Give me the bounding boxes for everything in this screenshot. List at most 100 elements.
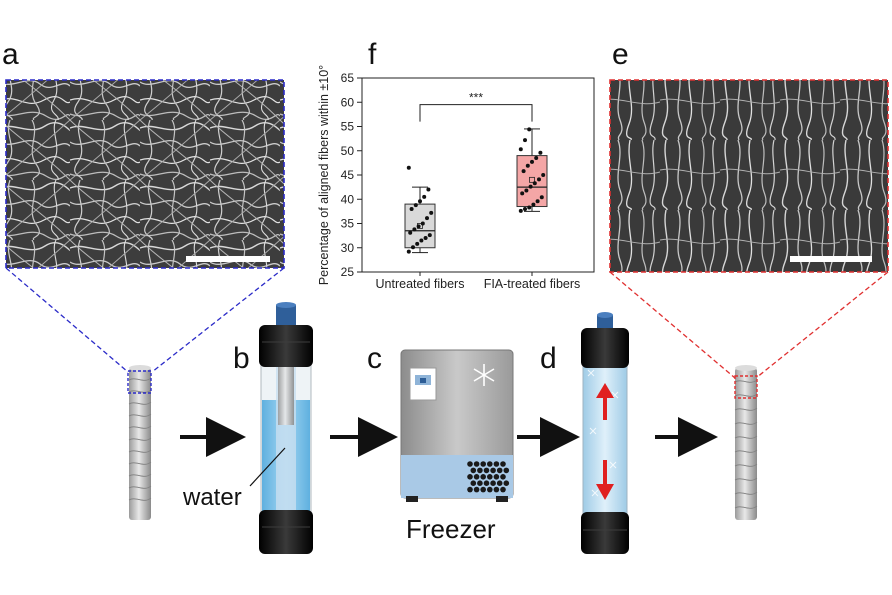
zoom-line-red-right <box>755 271 889 379</box>
vent-hole <box>496 480 503 487</box>
vent-hole <box>483 480 490 487</box>
data-point <box>537 177 541 182</box>
vent-hole <box>473 461 480 467</box>
data-point <box>523 138 527 143</box>
data-point <box>409 206 414 211</box>
data-point <box>520 191 525 196</box>
arrow-up-icon <box>596 383 614 398</box>
zoom-frame-blue <box>5 79 285 269</box>
data-point <box>420 221 425 226</box>
sem-image-treated <box>610 80 888 272</box>
zoom-box-red <box>734 375 758 399</box>
panel-letter-b: b <box>233 342 250 375</box>
data-point <box>541 173 546 177</box>
vent-hole <box>500 474 506 480</box>
zoom-frame-red <box>609 79 889 273</box>
data-point <box>429 210 434 215</box>
zoom-line-red-left <box>609 271 736 379</box>
freezer <box>400 349 514 502</box>
significance-bracket <box>419 104 533 122</box>
data-point <box>539 195 544 200</box>
data-point <box>518 147 523 152</box>
data-point <box>534 156 539 161</box>
y-tick-label: 60 <box>341 95 355 109</box>
data-point <box>518 208 523 213</box>
zoom-line-blue-left <box>5 267 129 373</box>
vent-hole <box>490 480 496 487</box>
data-point <box>406 165 411 170</box>
vent-hole <box>477 480 483 487</box>
vent-hole <box>470 480 477 487</box>
x-category-label: FIA-treated fibers <box>484 277 581 291</box>
data-point <box>422 194 427 199</box>
scale-bar-a <box>186 256 270 262</box>
data-point <box>425 216 429 221</box>
significance-label: *** <box>469 91 483 105</box>
expansion-arrows <box>596 383 614 500</box>
data-point <box>408 230 413 235</box>
data-point <box>419 238 424 243</box>
data-point <box>528 184 533 189</box>
water-pointer <box>249 447 286 487</box>
freezer-vent <box>467 461 510 493</box>
data-point <box>412 227 417 232</box>
fiber-tube-treated <box>734 365 758 520</box>
panel-letter-c: c <box>367 342 382 375</box>
vent-hole <box>490 467 496 474</box>
data-point <box>423 236 428 241</box>
data-point <box>527 127 532 132</box>
panel-letter-e: e <box>612 38 629 71</box>
water-label: water <box>182 484 242 511</box>
data-point <box>530 159 534 164</box>
data-point <box>406 249 411 254</box>
data-point <box>416 224 421 229</box>
vent-hole <box>473 486 480 493</box>
vent-hole <box>487 486 493 493</box>
freezer-label: Freezer <box>406 514 496 544</box>
data-point <box>524 188 529 193</box>
vent-hole <box>480 486 487 493</box>
vent-hole <box>503 467 510 474</box>
data-point <box>523 206 527 211</box>
data-point <box>415 241 420 246</box>
vent-hole <box>480 461 487 467</box>
zoom-box-blue <box>127 370 152 394</box>
mold-with-water <box>259 302 313 554</box>
vent-hole <box>493 461 500 467</box>
data-point <box>426 187 431 192</box>
mold-cap-bottom <box>259 510 313 554</box>
data-point <box>427 233 432 238</box>
vent-hole <box>477 467 483 474</box>
vent-hole <box>467 486 473 493</box>
data-point <box>532 181 537 186</box>
data-point <box>538 150 543 155</box>
zoom-line-blue-right <box>151 267 285 373</box>
y-tick-label: 35 <box>341 217 355 231</box>
y-tick-label: 45 <box>341 168 355 182</box>
vent-hole <box>487 461 493 467</box>
y-tick-label: 40 <box>341 192 355 206</box>
vent-hole <box>500 486 506 493</box>
vent-hole <box>470 467 477 474</box>
vent-hole <box>480 474 487 480</box>
vent-hole <box>467 461 473 467</box>
vent-hole <box>503 480 510 487</box>
mold-frozen <box>581 312 629 554</box>
vent-hole <box>493 486 500 493</box>
x-category-label: Untreated fibers <box>376 277 465 291</box>
y-tick-label: 65 <box>341 71 355 85</box>
plot-frame <box>361 77 595 273</box>
data-point <box>521 169 526 174</box>
data-point <box>527 205 532 210</box>
data-point <box>411 245 415 250</box>
panel-letter-d: d <box>540 342 557 375</box>
fiber-tube-untreated <box>128 365 152 520</box>
sem-image-untreated <box>6 80 284 268</box>
vent-hole <box>500 461 506 467</box>
y-tick-label: 30 <box>341 241 355 255</box>
data-point <box>535 199 540 204</box>
data-point <box>418 199 422 204</box>
